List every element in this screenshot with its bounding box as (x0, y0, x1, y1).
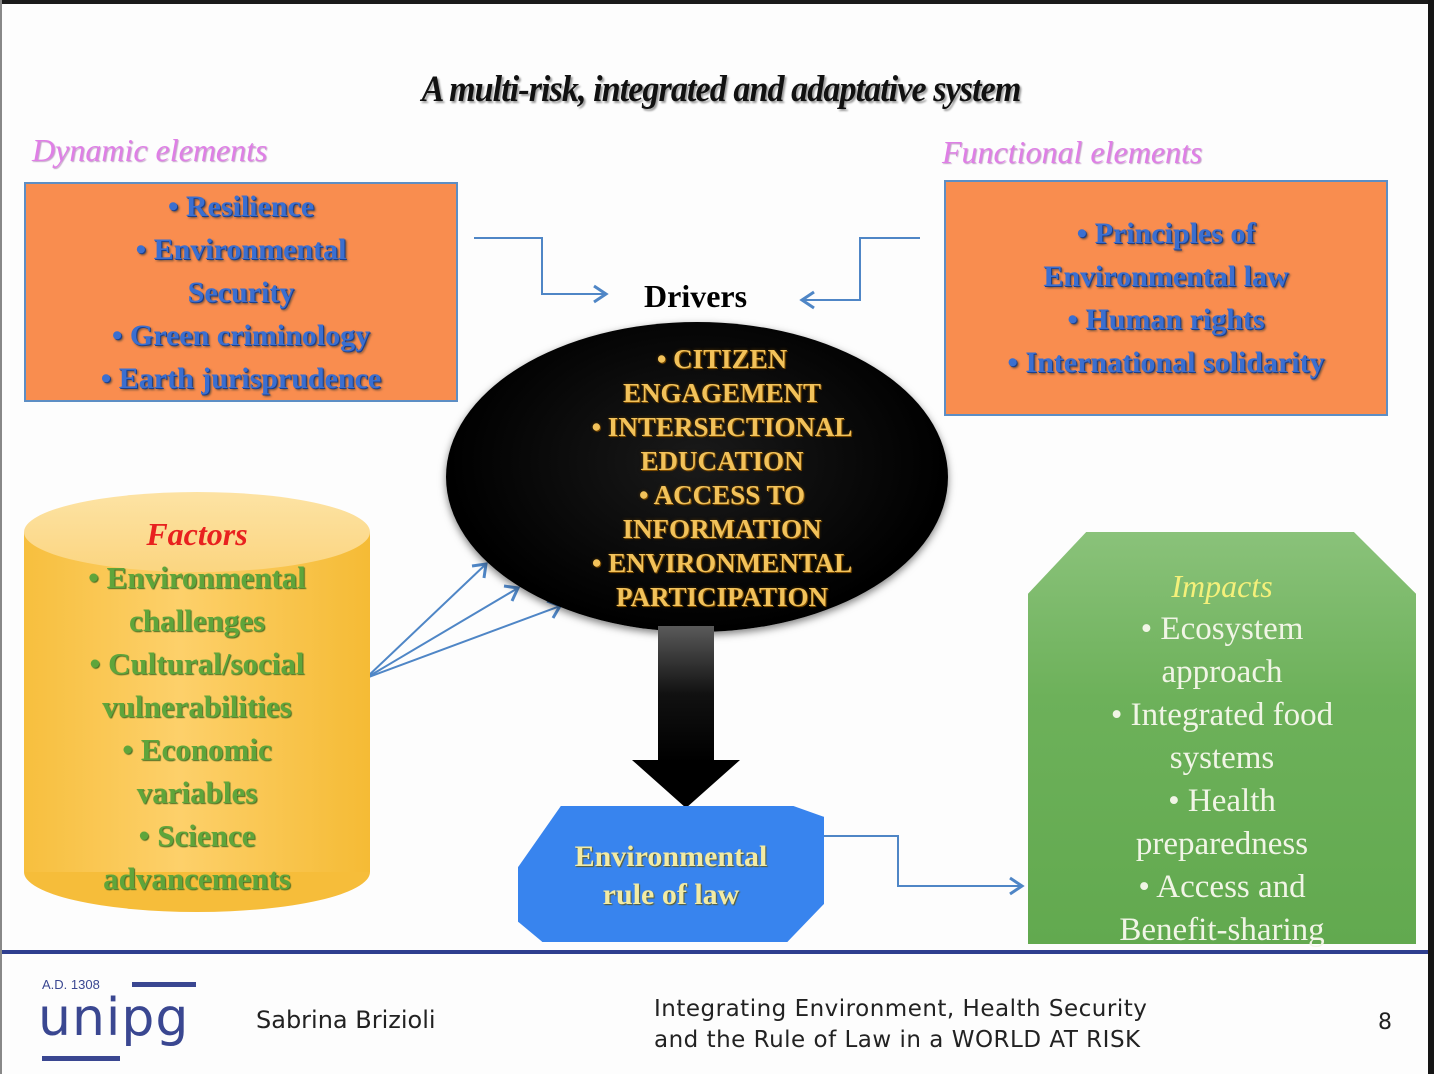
rule-of-law-line: rule of law (602, 878, 740, 911)
driver-item: INFORMATION (622, 514, 822, 544)
impact-item: • Integrated food (1110, 697, 1334, 733)
down-arrow-head (632, 760, 740, 808)
dynamic-item: • Resilience (167, 189, 315, 223)
rule-of-law-text: Environmental rule of law (518, 838, 824, 914)
driver-item: • ENVIRONMENTAL (591, 548, 853, 578)
impact-item: systems (1169, 740, 1275, 776)
impact-item: • Ecosystem (1140, 611, 1304, 647)
dynamic-item: Security (187, 275, 295, 309)
factors-to-drivers-arrowhead-2 (503, 584, 521, 602)
rule-of-law-line: Environmental (574, 840, 768, 873)
factors-to-drivers-arrow-3 (365, 605, 561, 679)
factors-list: Factors • Environmental challenges • Cul… (24, 512, 370, 900)
functional-item: Environmental law (1043, 260, 1289, 293)
functional-to-drivers-arrow (802, 237, 920, 301)
slide-title: A multi-risk, integrated and adaptative … (421, 69, 1022, 110)
rule-to-impacts-arrow (824, 835, 1022, 887)
logo-year: A.D. 1308 (42, 977, 100, 992)
window-left-edge (0, 0, 2, 1074)
author-name: Sabrina Brizioli (256, 1006, 436, 1034)
footer-divider (2, 950, 1428, 954)
factor-item: challenges (128, 603, 266, 638)
rule-of-law-shape (518, 806, 824, 942)
driver-item: • CITIZEN (656, 344, 788, 374)
functional-elements-box: • Principles of Environmental law • Huma… (944, 180, 1388, 416)
dynamic-item: • Green criminology (111, 318, 371, 352)
impact-item: Benefit-sharing (1119, 912, 1325, 948)
rule-to-impacts-arrowhead (1009, 876, 1025, 896)
factor-item: advancements (103, 861, 291, 896)
functional-item: • International solidarity (1007, 346, 1325, 379)
factor-item: • Cultural/social (89, 646, 305, 681)
functional-item: • Human rights (1067, 303, 1265, 336)
functional-item: • Principles of (1076, 217, 1256, 250)
cylinder-body (24, 532, 370, 872)
drivers-list: • CITIZEN ENGAGEMENT • INTERSECTIONAL ED… (522, 342, 922, 614)
dynamic-to-drivers-arrow (474, 237, 606, 295)
impact-item: preparedness (1135, 826, 1309, 862)
functional-to-drivers-arrowhead (799, 290, 815, 310)
dynamic-item: • Environmental (135, 232, 347, 266)
factor-item: • Environmental (88, 560, 306, 595)
driver-item: • INTERSECTIONAL (591, 412, 853, 442)
slide: A multi-risk, integrated and adaptative … (2, 4, 1428, 1074)
cylinder-top (24, 492, 370, 572)
drivers-ellipse (446, 322, 948, 632)
presentation-title-line: and the Rule of Law in a WORLD AT RISK (654, 1027, 1141, 1053)
impacts-list: Impacts • Ecosystem approach • Integrate… (1028, 564, 1416, 952)
driver-item: ENGAGEMENT (622, 378, 822, 408)
dynamic-item: • Earth jurisprudence (100, 361, 382, 395)
factors-title: Factors (146, 516, 248, 552)
university-logo: unipg (38, 988, 190, 1048)
presentation-title-line: Integrating Environment, Health Security (654, 996, 1148, 1022)
dynamic-elements-box: • Resilience • Environmental Security • … (24, 182, 458, 402)
logo-bar (132, 982, 196, 987)
factor-item: • Science (138, 818, 256, 853)
factor-item: variables (136, 775, 258, 810)
window-right-edge (1428, 0, 1434, 1074)
driver-item: PARTICIPATION (615, 582, 829, 612)
factors-to-drivers-arrow-1 (365, 563, 487, 679)
down-arrow-shaft (658, 626, 714, 762)
factor-item: • Economic (122, 732, 272, 767)
page-number: 8 (1378, 1010, 1392, 1035)
impact-item: approach (1161, 654, 1283, 690)
impacts-title: Impacts (1171, 568, 1273, 604)
factors-cylinder (24, 492, 370, 912)
factor-item: vulnerabilities (102, 689, 292, 724)
connector-arrows (365, 237, 1025, 896)
driver-item: EDUCATION (640, 446, 804, 476)
logo-bar (42, 1056, 120, 1061)
impact-item: • Health (1168, 783, 1276, 819)
impact-item: • Access and (1138, 869, 1306, 905)
driver-item: • ACCESS TO (638, 480, 806, 510)
factors-to-drivers-arrowhead-1 (471, 562, 488, 579)
dynamic-to-drivers-arrowhead (593, 284, 609, 304)
functional-elements-label: Functional elements (942, 134, 1203, 170)
dynamic-elements-label: Dynamic elements (32, 132, 268, 168)
drivers-label: Drivers (644, 278, 748, 314)
factors-to-drivers-arrow-2 (365, 587, 519, 679)
impacts-box (1028, 532, 1416, 944)
presentation-title: Integrating Environment, Health Security… (654, 994, 1147, 1056)
